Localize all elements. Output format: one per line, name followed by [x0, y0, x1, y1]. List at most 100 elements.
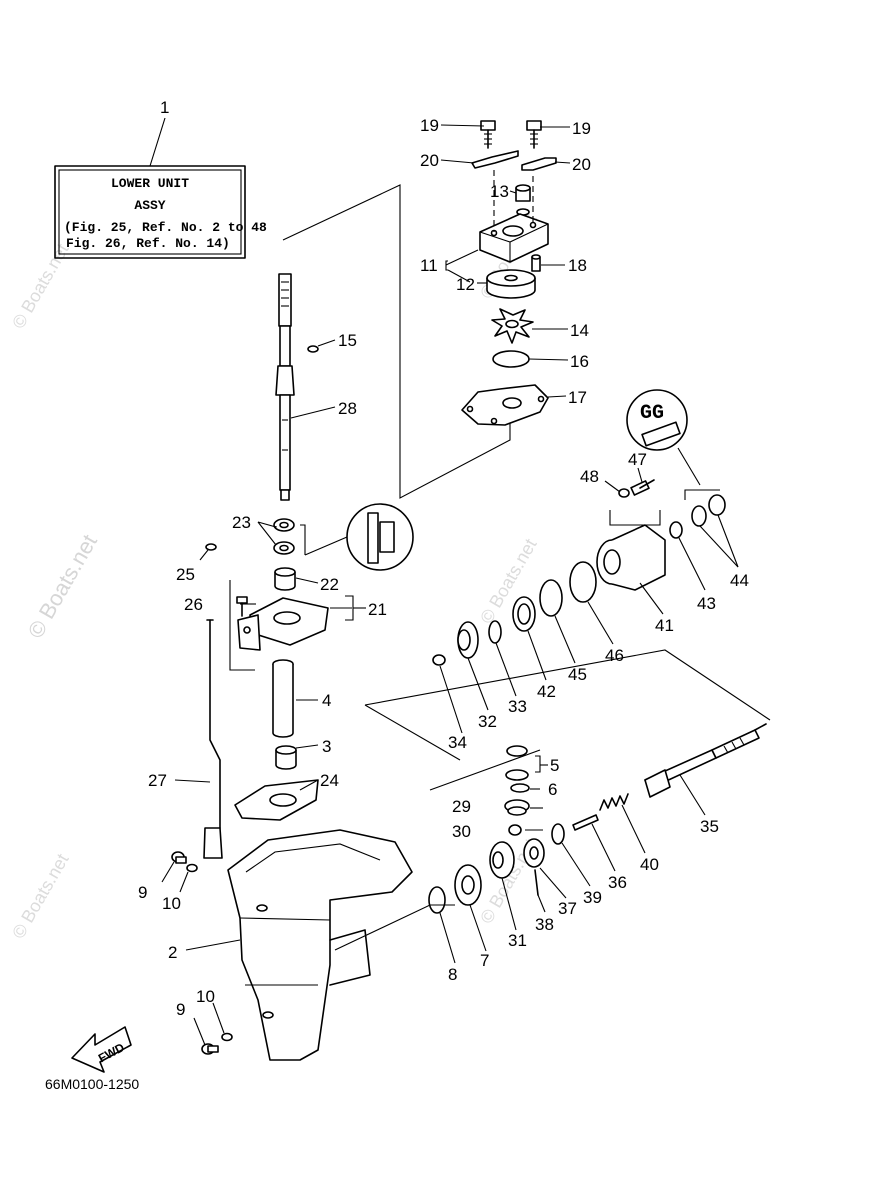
- callout-48: 48: [580, 467, 599, 486]
- gg-symbol-label: GG: [640, 402, 664, 425]
- ref-line-bracket: [229, 580, 255, 671]
- bolt-9-lower: [201, 1043, 219, 1055]
- bolt-19-left: [480, 120, 496, 149]
- washer-10-upper: [186, 863, 198, 873]
- ref-line-bearings: [300, 524, 306, 555]
- fwd-arrow: FWD: [71, 1026, 132, 1073]
- propeller-shaft-35: [644, 723, 767, 798]
- callout-19-right: 19: [572, 119, 591, 138]
- drawing-code: 66M0100-1250: [45, 1076, 139, 1092]
- callout-25: 25: [176, 565, 195, 584]
- callout-10-lower: 10: [196, 987, 215, 1006]
- circlip-34: [432, 654, 446, 666]
- callout-29: 29: [452, 797, 471, 816]
- assembly-box-subtitle: ASSY: [134, 198, 165, 213]
- washer-25: [205, 543, 217, 551]
- callout-2: 2: [168, 943, 177, 962]
- callout-41: 41: [655, 616, 674, 635]
- screw-26: [236, 596, 248, 617]
- ref-line-housing-bolt: [609, 510, 661, 526]
- callout-35: 35: [700, 817, 719, 836]
- gear-group: GG: [304, 389, 767, 914]
- bearing-42: [512, 596, 536, 632]
- callout-13: 13: [490, 182, 509, 201]
- callout-10-upper: 10: [162, 894, 181, 913]
- outer-plate-17: [461, 384, 549, 426]
- spring-40: [599, 793, 629, 811]
- callout-17: 17: [568, 388, 587, 407]
- callout-45: 45: [568, 665, 587, 684]
- bearing-5: [505, 745, 541, 781]
- o-ring-16: [492, 350, 530, 368]
- assembly-box-ref-2: Fig. 26, Ref. No. 14): [66, 236, 230, 251]
- callout-1: 1: [160, 98, 169, 117]
- callout-leaders: [161, 124, 739, 1046]
- fasteners-9-10: [171, 851, 233, 1055]
- callout-47: 47: [628, 450, 647, 469]
- assembly-reference-box: LOWER UNIT ASSY (Fig. 25, Ref. No. 2 to …: [54, 98, 267, 259]
- shim-6: [510, 783, 530, 793]
- ref-line-gear: [429, 749, 541, 791]
- callout-23: 23: [232, 513, 251, 532]
- callout-39: 39: [583, 888, 602, 907]
- washer-48: [618, 488, 630, 498]
- pin-38: [534, 869, 539, 896]
- callout-8: 8: [448, 965, 457, 984]
- assembly-box-title: LOWER UNIT: [111, 176, 189, 191]
- bolt-9-upper: [171, 851, 187, 864]
- watermark-left: © Boats.net: [23, 530, 102, 642]
- callout-36: 36: [608, 873, 627, 892]
- ref-line-propshaft-group-2: [364, 704, 461, 761]
- callout-40: 40: [640, 855, 659, 874]
- callout-33: 33: [508, 697, 527, 716]
- callout-43: 43: [697, 594, 716, 613]
- drive-shaft-group: [203, 273, 329, 859]
- drive-shaft-28: [275, 273, 295, 501]
- clip-15: [307, 345, 319, 353]
- callout-34: 34: [448, 733, 467, 752]
- ref-line-shaft-pump: [282, 184, 511, 499]
- callout-9-lower: 9: [176, 1000, 185, 1019]
- ref-line-oilseals: [684, 489, 720, 500]
- gear-32: [457, 621, 479, 659]
- bearing-23-bottom: [273, 541, 295, 555]
- pinion-29: [504, 799, 530, 816]
- assembly-box-inner: [58, 169, 242, 255]
- callout-7: 7: [480, 951, 489, 970]
- callout-4: 4: [322, 691, 331, 710]
- bearing-23-top: [273, 518, 295, 532]
- callout-22: 22: [320, 575, 339, 594]
- seal-43: [669, 521, 683, 539]
- callout-numbers: 19 19 20 20 13 11 12 18 14 16 17 15 28 2…: [138, 116, 749, 1019]
- callout-42: 42: [537, 682, 556, 701]
- plunger-36: [572, 814, 599, 831]
- callout-30: 30: [452, 822, 471, 841]
- callout-6: 6: [548, 780, 557, 799]
- callout-26: 26: [184, 595, 203, 614]
- bearing-7: [454, 864, 482, 906]
- leader-1: [149, 117, 166, 167]
- callout-16: 16: [570, 352, 589, 371]
- callout-27: 27: [148, 771, 167, 790]
- callout-9-upper: 9: [138, 883, 147, 902]
- callout-18: 18: [568, 256, 587, 275]
- bracket-21: [237, 597, 329, 651]
- nut-30: [508, 824, 522, 836]
- grease-inset-symbol: [304, 503, 414, 571]
- gg-sealant-symbol: GG: [626, 389, 688, 451]
- callout-32: 32: [478, 712, 497, 731]
- gasket-24: [234, 779, 319, 821]
- callout-24: 24: [320, 771, 339, 790]
- pump-housing-11: [479, 170, 549, 263]
- ref-line-case-front: [334, 904, 455, 951]
- seal-44-b: [708, 494, 726, 516]
- washer-10-lower: [221, 1032, 233, 1042]
- o-ring-46: [569, 561, 597, 603]
- bolt-19-right: [526, 120, 542, 149]
- shim-33: [488, 620, 502, 644]
- lower-casing-2: [227, 829, 413, 1061]
- o-ring-45: [539, 579, 563, 617]
- ref-line-gg-symbol: [677, 447, 701, 486]
- housing-41: [596, 524, 666, 591]
